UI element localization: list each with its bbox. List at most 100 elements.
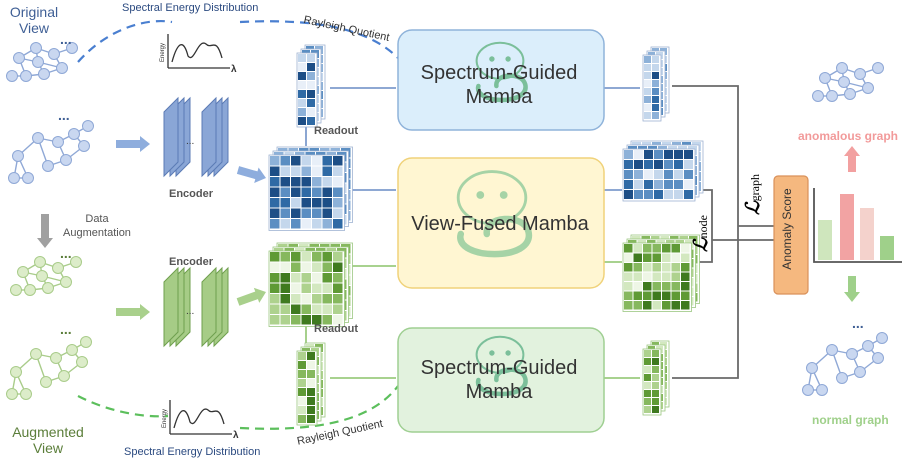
matrix-cell: [644, 72, 651, 79]
energy-axis-label: Energy: [160, 43, 166, 62]
encoder-layer: [201, 266, 217, 348]
matrix-cell: [624, 160, 633, 169]
matrix-cell: [312, 294, 322, 304]
matrix-cell: [291, 187, 301, 197]
matrix-cell: [298, 63, 306, 71]
energy-curve: [173, 408, 225, 429]
matrix-cell: [280, 315, 290, 325]
matrix-cell: [307, 397, 315, 405]
graph-node: [80, 336, 92, 348]
matrix-cell: [644, 170, 653, 179]
graph-node: [872, 62, 884, 74]
matrix-cell: [333, 273, 343, 283]
matrix-cell: [652, 366, 659, 373]
augmented-graph-2: [6, 336, 92, 400]
matrix-cell: [624, 244, 633, 253]
matrix-cell: [333, 252, 343, 262]
matrix-cell: [298, 406, 306, 414]
matrix-cell: [301, 283, 311, 293]
original-graph-1: [6, 42, 78, 82]
matrix-cell: [307, 72, 315, 80]
matrix-cell: [312, 208, 322, 218]
matrix-cell: [684, 180, 693, 189]
matrix-cell: [681, 253, 690, 262]
arrow-to-anomalous: [844, 146, 860, 172]
original-view-label: Original View: [9, 4, 59, 36]
matrix-cell: [291, 304, 301, 314]
matrix-cell: [280, 283, 290, 293]
matrix-cell: [624, 150, 633, 159]
matrix-cell: [654, 170, 663, 179]
matrix-cell: [643, 282, 652, 291]
readout-vector-green-bottom: [296, 342, 326, 426]
graph-node: [812, 90, 824, 102]
matrix-cell: [643, 301, 652, 310]
snake-eye-left: [489, 56, 495, 62]
encoder-bottom-label: Encoder: [169, 256, 214, 268]
matrix-cell: [270, 219, 280, 229]
matrix-cell: [652, 80, 659, 87]
matrix-cell: [270, 273, 280, 283]
graph-node: [836, 372, 848, 384]
matrix-cell: [644, 390, 651, 397]
matrix-cell: [298, 90, 306, 98]
matrix-cell: [644, 374, 651, 381]
graph-node: [8, 172, 20, 184]
matrix-cell: [301, 187, 311, 197]
matrix-cell: [333, 262, 343, 272]
graph-node: [6, 388, 18, 400]
feature-matrix-green: [268, 242, 353, 327]
matrix-cell: [270, 198, 280, 208]
matrix-cell: [634, 160, 643, 169]
feature-matrix-blue: [268, 146, 353, 231]
graph-node: [60, 154, 72, 166]
matrix-cell: [644, 180, 653, 189]
loss-graph-bracket: [672, 85, 739, 379]
matrix-cell: [652, 96, 659, 103]
matrix-cell: [280, 304, 290, 314]
node-loss-label: ℒnode: [691, 214, 712, 252]
matrix-cell: [322, 304, 332, 314]
matrix-cell: [652, 272, 661, 281]
matrix-cell: [643, 253, 652, 262]
matrix-cell: [312, 177, 322, 187]
matrix-cell: [671, 301, 680, 310]
matrix-cell: [280, 208, 290, 218]
matrix-cell: [652, 253, 661, 262]
matrix-cell: [644, 64, 651, 71]
matrix-cell: [633, 291, 642, 300]
matrix-cell: [333, 156, 343, 166]
matrix-cell: [322, 283, 332, 293]
matrix-cell: [301, 262, 311, 272]
matrix-cell: [652, 374, 659, 381]
matrix-cell: [270, 304, 280, 314]
matrix-cell: [674, 170, 683, 179]
graph-node: [844, 88, 856, 100]
matrix-cell: [301, 304, 311, 314]
matrix-cell: [644, 88, 651, 95]
normal-graph-label: normal graph: [812, 413, 889, 427]
matrix-cell: [307, 352, 315, 360]
matrix-cell: [270, 187, 280, 197]
graph-node: [819, 72, 831, 84]
snake-eye-right: [499, 191, 508, 199]
matrix-cell: [681, 272, 690, 281]
matrix-cell: [671, 282, 680, 291]
matrix-cell: [634, 150, 643, 159]
graph-node: [854, 366, 866, 378]
matrix-cell: [307, 54, 315, 62]
matrix-cell: [674, 180, 683, 189]
matrix-cell: [652, 72, 659, 79]
matrix-cell: [280, 273, 290, 283]
anomalous-output-graph: [812, 62, 884, 102]
matrix-cell: [307, 370, 315, 378]
graph-node: [42, 160, 54, 172]
matrix-cell: [664, 150, 673, 159]
matrix-cell: [307, 415, 315, 423]
matrix-cell: [671, 253, 680, 262]
graph-node: [10, 366, 22, 378]
graph-node: [838, 76, 850, 88]
graph-node: [10, 284, 22, 296]
matrix-cell: [280, 219, 290, 229]
